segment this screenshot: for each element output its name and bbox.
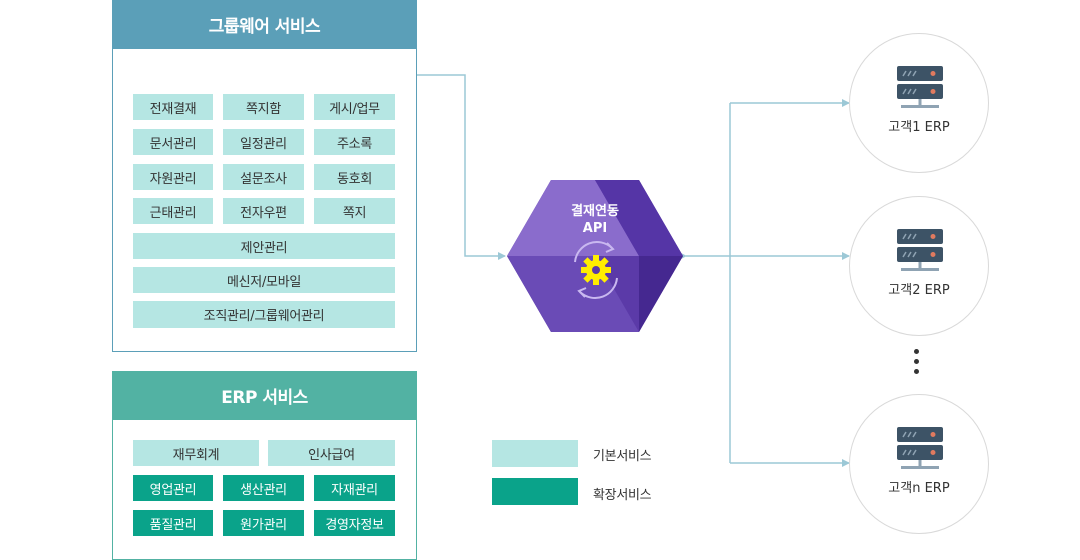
server-icon (897, 229, 943, 271)
client-erp-2: 고객2 ERP (849, 196, 989, 336)
groupware-item: 설문조사 (223, 164, 304, 190)
groupware-item: 전재결재 (133, 94, 213, 120)
groupware-item: 쪽지함 (223, 94, 304, 120)
groupware-item: 쪽지 (314, 198, 395, 224)
erp-extended-item: 원가관리 (223, 510, 304, 536)
client-erp-1: 고객1 ERP (849, 33, 989, 173)
erp-extended-item: 품질관리 (133, 510, 213, 536)
legend-basic-label: 기본서비스 (593, 449, 652, 464)
erp-extended-item: 영업관리 (133, 475, 213, 501)
groupware-item: 조직관리/그룹웨어관리 (133, 301, 395, 328)
client-label: 고객n ERP (888, 481, 950, 496)
client-label: 고객2 ERP (888, 283, 950, 298)
ellipsis-dot (914, 359, 919, 364)
server-icon (897, 66, 943, 108)
client-label: 고객1 ERP (888, 120, 950, 135)
groupware-item: 근태관리 (133, 198, 213, 224)
ellipsis-dot (914, 349, 919, 354)
erp-basic-item: 인사급여 (268, 440, 395, 466)
hub-label-line2: API (582, 221, 608, 236)
erp-extended-item: 자재관리 (314, 475, 395, 501)
groupware-item: 주소록 (314, 129, 395, 155)
legend-extended-swatch (492, 478, 578, 505)
groupware-item: 자원관리 (133, 164, 213, 190)
server-icon (897, 427, 943, 469)
groupware-item: 제안관리 (133, 233, 395, 259)
client-erp-n: 고객n ERP (849, 394, 989, 534)
groupware-item: 일정관리 (223, 129, 304, 155)
hub-label-line1: 결재연동 (571, 204, 619, 219)
groupware-item: 문서관리 (133, 129, 213, 155)
groupware-item: 게시/업무 (314, 94, 395, 120)
legend-basic-swatch (492, 440, 578, 467)
legend-extended-label: 확장서비스 (593, 488, 652, 503)
erp-extended-item: 경영자정보 (314, 510, 395, 536)
groupware-item: 동호회 (314, 164, 395, 190)
sync-gear-icon (574, 241, 618, 299)
groupware-item: 전자우편 (223, 198, 304, 224)
groupware-item: 메신저/모바일 (133, 267, 395, 293)
ellipsis-dot (914, 369, 919, 374)
erp-header: ERP 서비스 (112, 371, 417, 420)
erp-extended-item: 생산관리 (223, 475, 304, 501)
erp-basic-item: 재무회계 (133, 440, 259, 466)
groupware-header: 그룹웨어 서비스 (112, 0, 417, 49)
